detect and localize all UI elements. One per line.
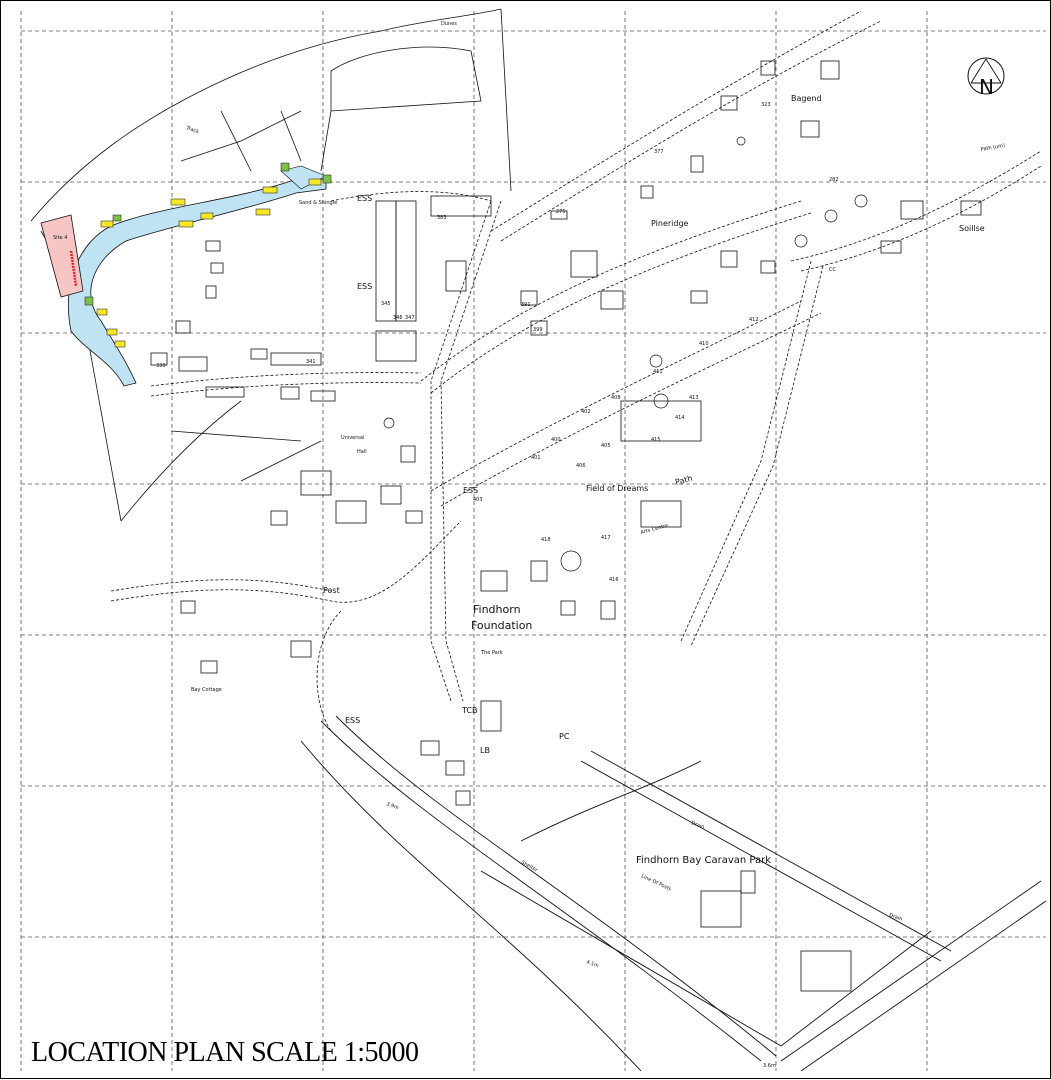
north-letter: N: [979, 75, 994, 99]
drain-label-2: Drain: [888, 912, 903, 922]
findhorn-label: Findhorn: [473, 603, 521, 616]
house-number: 345: [381, 301, 391, 307]
soillse-label: Soillse: [959, 224, 985, 233]
pineridge-label: Pineridge: [651, 219, 689, 228]
dunes-label: Dunes: [441, 21, 457, 27]
house-number: 346: [393, 315, 403, 321]
tcb-label: TCB: [461, 706, 478, 715]
house-number: 391: [521, 302, 531, 308]
water-channel: [68, 178, 327, 387]
field-of-dreams-label: Field of Dreams: [586, 484, 648, 493]
house-number: 411: [653, 369, 663, 375]
house-number: 377: [654, 149, 664, 155]
post-label: Post: [323, 586, 340, 595]
main-roads: [300, 715, 1047, 1072]
path-label: Path: [674, 474, 693, 487]
green-plots: [84, 162, 332, 306]
house-number: 405: [601, 443, 611, 449]
bagend-label: Bagend: [791, 94, 822, 103]
height-41-label: 4.1m: [585, 959, 599, 969]
buildings: [150, 60, 982, 992]
site-4-area[interactable]: [40, 214, 84, 298]
house-number: 383: [437, 215, 447, 221]
round-features: [383, 136, 868, 572]
shelter-label: Shelter: [520, 860, 539, 875]
drain-label-1: Drain: [690, 820, 705, 830]
house-number: 414: [675, 415, 685, 421]
arts-centre-label: Arts Centre: [640, 523, 669, 536]
site-4-label: Site 4: [53, 235, 67, 241]
foundation-label: Foundation: [471, 619, 532, 632]
north-arrow: N: [967, 57, 1005, 99]
the-park-label: The Park: [480, 650, 503, 656]
cc-label: CC: [829, 267, 836, 273]
bay-cottage-label: Bay Cottage: [191, 687, 222, 693]
caravan-park-label: Findhorn Bay Caravan Park: [636, 855, 771, 866]
house-number: 406: [576, 463, 586, 469]
house-number-labels: 323 377 275 282 345 346 347 383 339 341 …: [156, 102, 839, 583]
height-39-label: 3.9m: [385, 801, 399, 811]
house-number: 402: [581, 409, 591, 415]
line-of-posts-label: Line Of Posts: [640, 873, 672, 892]
house-number: 400: [551, 437, 561, 443]
house-number: 418: [541, 537, 551, 543]
house-number: 416: [609, 577, 619, 583]
house-number: 401: [531, 455, 541, 461]
house-number: 282: [829, 177, 839, 183]
height-36-label: 3.6m: [763, 1063, 776, 1069]
universal-label: Universal: [341, 435, 364, 441]
house-number: 399: [533, 327, 543, 333]
sand-shingle-label: Sand & Shingle: [299, 200, 337, 206]
house-number: 339: [156, 363, 166, 369]
ess-label-3: ESS: [463, 486, 478, 495]
location-plan-title: LOCATION PLAN SCALE 1:5000: [31, 1037, 419, 1068]
lb-label: LB: [480, 746, 490, 755]
yellow-plots: [96, 178, 322, 348]
house-number: 412: [749, 317, 759, 323]
dune-boundaries: [30, 8, 512, 522]
house-number: 403: [473, 497, 483, 503]
house-number: 275: [556, 209, 566, 215]
house-number: 347: [405, 315, 415, 321]
ess-label-2: ESS: [357, 282, 372, 291]
roads: [110, 10, 1042, 732]
house-number: 415: [651, 437, 661, 443]
house-number: 341: [306, 359, 316, 365]
pc-label: PC: [559, 732, 570, 741]
path-um-label: Path (um): [980, 143, 1005, 153]
house-number: 413: [689, 395, 699, 401]
house-number: 417: [601, 535, 611, 541]
ess-label-1: ESS: [357, 194, 372, 203]
house-number: 410: [699, 341, 709, 347]
track-label: Track: [184, 125, 199, 135]
ess-label-4: ESS: [345, 716, 360, 725]
hall-label: Hall: [357, 449, 367, 455]
house-number: 408: [611, 395, 621, 401]
house-number: 323: [761, 102, 771, 108]
